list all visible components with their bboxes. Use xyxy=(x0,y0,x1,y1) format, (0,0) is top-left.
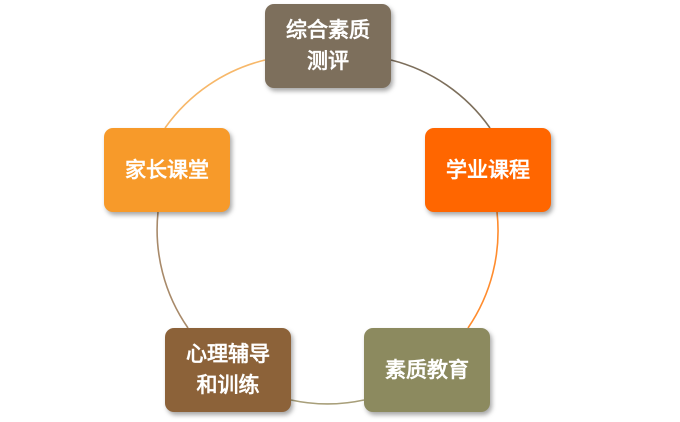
node-label-line: 素质教育 xyxy=(385,357,469,382)
node-label-line: 测评 xyxy=(307,49,349,73)
node-label-line: 综合素质 xyxy=(286,18,370,42)
connector-arc-bottom-left-to-left xyxy=(156,211,189,329)
node-label-line: 家长课堂 xyxy=(125,157,209,182)
connector-arc-left-to-top xyxy=(164,59,266,129)
node-label-line: 心理辅导 xyxy=(186,342,270,366)
node-psychological-counseling: 心理辅导 和训练 xyxy=(165,328,291,412)
node-label-line: 学业课程 xyxy=(446,157,530,182)
node-comprehensive-assessment: 综合素质 测评 xyxy=(265,4,391,88)
node-quality-education: 素质教育 xyxy=(364,328,490,412)
node-parent-classroom: 家长课堂 xyxy=(104,128,230,212)
node-academic-courses: 学业课程 xyxy=(425,128,551,212)
connector-arc-bottom-right-to-bottom-left xyxy=(290,399,365,405)
connector-arc-top-to-right xyxy=(390,59,491,129)
node-label-line: 和训练 xyxy=(196,373,260,397)
connector-arc-right-to-bottom-right xyxy=(467,211,499,329)
